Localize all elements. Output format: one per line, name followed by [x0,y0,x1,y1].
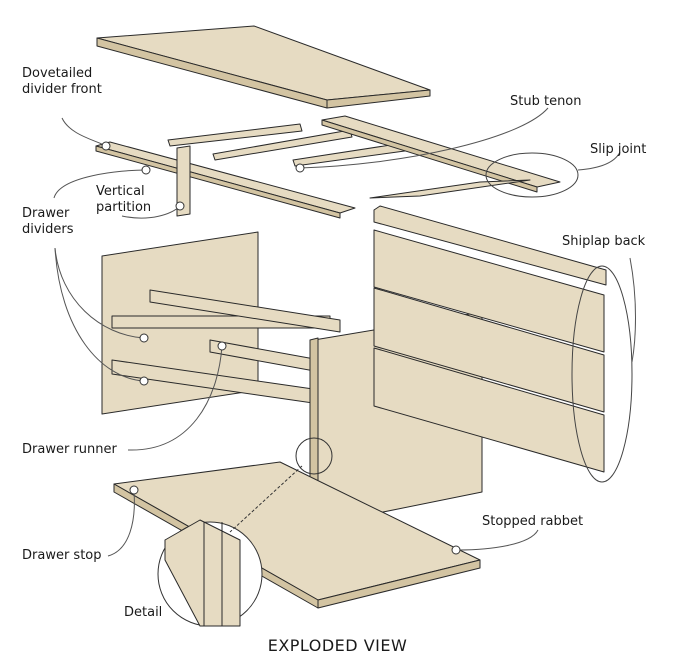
label-slip-joint: Slip joint [590,142,647,157]
label-line: Vertical [96,184,145,199]
label-line: dividers [22,222,74,237]
shiplap-back [373,205,607,473]
leader-lines [53,107,636,557]
label-stub-tenon: Stub tenon [510,94,582,109]
label-detail: Detail [124,605,163,620]
left-side-assembly [101,231,341,415]
label-line: Dovetailed [22,66,93,81]
top-panel [96,25,431,109]
label-shiplap-back: Shiplap back [562,234,646,249]
figure-caption: EXPLODED VIEW [267,636,408,655]
label-drawer-dividers: Drawer dividers [22,206,74,238]
label-line: partition [96,200,152,215]
detail-inset [157,437,333,627]
label-dovetailed-divider-front: Dovetailed divider front [22,66,102,98]
label-drawer-stop: Drawer stop [22,548,102,563]
label-line: divider front [22,82,102,97]
label-stopped-rabbet: Stopped rabbet [482,514,584,529]
label-drawer-runner: Drawer runner [22,442,117,457]
label-vertical-partition: Vertical partition [96,184,151,216]
label-line: Drawer [22,206,70,221]
